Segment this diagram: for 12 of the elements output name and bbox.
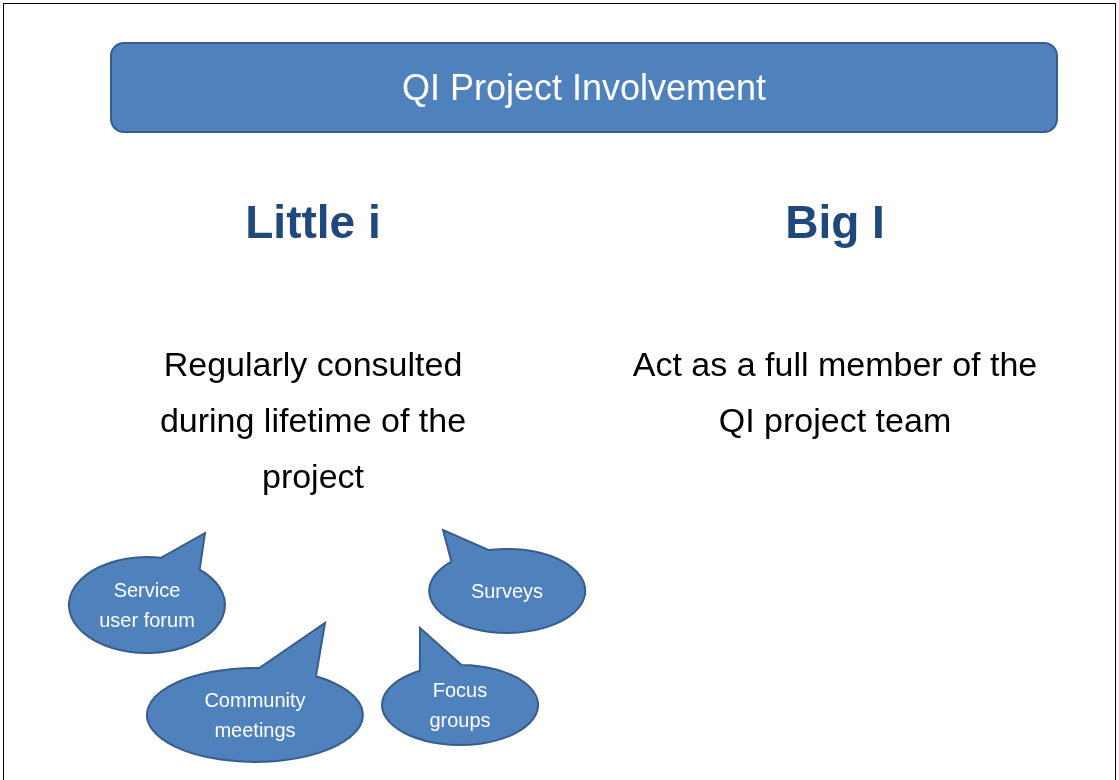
description-text: Regularly consulted during lifetime of the project [158,344,468,497]
title-banner: QI Project Involvement [110,42,1058,133]
bubble-text: Surveys [469,579,545,604]
heading: Little i [244,195,382,249]
description-text: Act as a full member of the QI project team [631,344,1039,441]
heading: Big I [784,195,886,249]
speech-bubble [380,626,540,747]
speech-bubble [427,528,587,635]
bubble-text: Service user forum [98,578,196,633]
bubble-text: Focus groups [428,678,492,733]
speech-bubble [67,531,227,655]
bubble-text: Community meetings [203,688,307,743]
